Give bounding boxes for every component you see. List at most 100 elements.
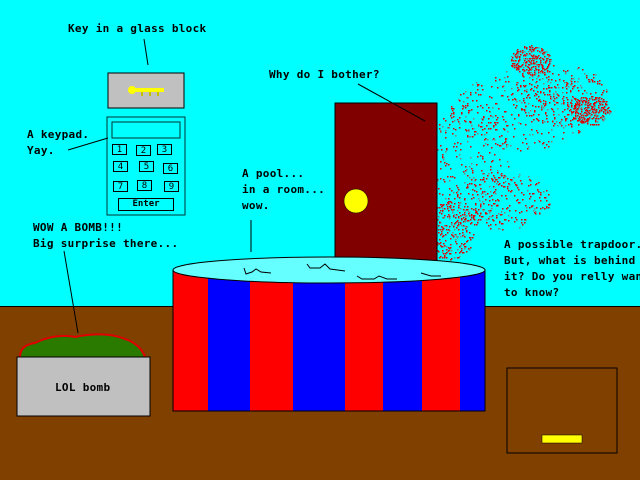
smoke-dot	[442, 252, 444, 254]
smoke-dot	[578, 106, 580, 108]
smoke-dot	[526, 97, 528, 99]
smoke-dot	[526, 69, 528, 71]
smoke-dot	[579, 103, 581, 105]
keypad-key-6[interactable]: 6	[163, 163, 178, 174]
smoke-dot	[528, 64, 530, 66]
smoke-dot	[492, 139, 494, 141]
smoke-dot	[482, 89, 484, 91]
smoke-dot	[562, 98, 564, 100]
smoke-dot	[513, 53, 515, 55]
bomb-label: LOL bomb	[55, 381, 111, 394]
smoke-dot	[470, 219, 472, 221]
smoke-dot	[546, 115, 548, 117]
smoke-dot	[565, 118, 567, 120]
smoke-dot	[574, 81, 576, 83]
keypad-key-5[interactable]: 5	[139, 161, 154, 172]
smoke-dot	[566, 82, 568, 84]
smoke-dot	[578, 113, 580, 115]
keypad-key-2[interactable]: 2	[136, 145, 151, 156]
smoke-dot	[548, 79, 550, 81]
smoke-dot	[536, 207, 538, 209]
trapdoor-handle[interactable]	[541, 434, 583, 444]
smoke-dot	[526, 48, 528, 50]
smoke-dot	[595, 92, 597, 94]
smoke-dot	[535, 47, 537, 49]
smoke-dot	[517, 56, 519, 58]
smoke-dot	[518, 52, 520, 54]
smoke-dot	[437, 179, 439, 181]
smoke-dot	[577, 112, 579, 114]
smoke-dot	[459, 256, 461, 258]
smoke-dot	[599, 97, 601, 99]
smoke-dot	[478, 125, 480, 127]
smoke-dot	[602, 92, 604, 94]
smoke-dot	[492, 116, 494, 118]
smoke-dot	[602, 101, 604, 103]
smoke-dot	[502, 223, 504, 225]
smoke-dot	[579, 119, 581, 121]
smoke-dot	[461, 113, 463, 115]
smoke-dot	[566, 85, 568, 87]
key-icon[interactable]	[128, 86, 164, 96]
smoke-dot	[530, 180, 532, 182]
smoke-dot	[526, 54, 528, 56]
smoke-dot	[542, 65, 544, 67]
smoke-dot	[472, 84, 474, 86]
smoke-dot	[476, 82, 478, 84]
smoke-dot	[573, 111, 575, 113]
smoke-dot	[494, 191, 496, 193]
smoke-dot	[529, 58, 531, 60]
smoke-dot	[500, 214, 502, 216]
smoke-dot	[449, 215, 451, 217]
smoke-dot	[579, 101, 581, 103]
smoke-dot	[576, 109, 578, 111]
smoke-dot	[587, 114, 589, 116]
keypad-key-7[interactable]: 7	[113, 181, 128, 192]
smoke-dot	[561, 125, 563, 127]
smoke-dot	[501, 214, 503, 216]
smoke-dot	[460, 143, 462, 145]
pool[interactable]	[172, 256, 486, 412]
smoke-dot	[522, 142, 524, 144]
smoke-dot	[575, 105, 577, 107]
keypad-key-1[interactable]: 1	[112, 144, 127, 155]
smoke-dot	[581, 107, 583, 109]
smoke-dot	[505, 181, 507, 183]
smoke-dot	[458, 207, 460, 209]
door-knob[interactable]	[343, 188, 369, 214]
smoke-dot	[467, 175, 469, 177]
smoke-dot	[533, 54, 535, 56]
smoke-dot	[549, 102, 551, 104]
smoke-dot	[581, 117, 583, 119]
smoke-dot	[561, 103, 563, 105]
smoke-dot	[492, 219, 494, 221]
smoke-dot	[523, 100, 525, 102]
smoke-dot	[494, 177, 496, 179]
smoke-dot	[443, 159, 445, 161]
smoke-dot	[580, 114, 582, 116]
smoke-dot	[459, 246, 461, 248]
smoke-dot	[571, 78, 573, 80]
door[interactable]	[334, 102, 438, 263]
trapdoor[interactable]	[506, 367, 618, 454]
enter-button[interactable]: Enter	[118, 198, 174, 211]
smoke-dot	[502, 86, 504, 88]
smoke-dot	[443, 246, 445, 248]
keypad-key-3[interactable]: 3	[157, 144, 172, 155]
keypad-key-8[interactable]: 8	[137, 180, 152, 191]
smoke-dot	[447, 251, 449, 253]
smoke-dot	[504, 219, 506, 221]
smoke-dot	[504, 212, 506, 214]
smoke-dot	[483, 210, 485, 212]
smoke-dot	[523, 80, 525, 82]
smoke-dot	[495, 189, 497, 191]
keypad-key-9[interactable]: 9	[164, 181, 179, 192]
keypad-key-4[interactable]: 4	[113, 161, 128, 172]
smoke-dot	[545, 103, 547, 105]
smoke-dot	[590, 124, 592, 126]
smoke-dot	[563, 132, 565, 134]
smoke-dot	[532, 56, 534, 58]
bomb-box[interactable]	[16, 356, 151, 417]
smoke-dot	[491, 216, 493, 218]
smoke-dot	[544, 197, 546, 199]
